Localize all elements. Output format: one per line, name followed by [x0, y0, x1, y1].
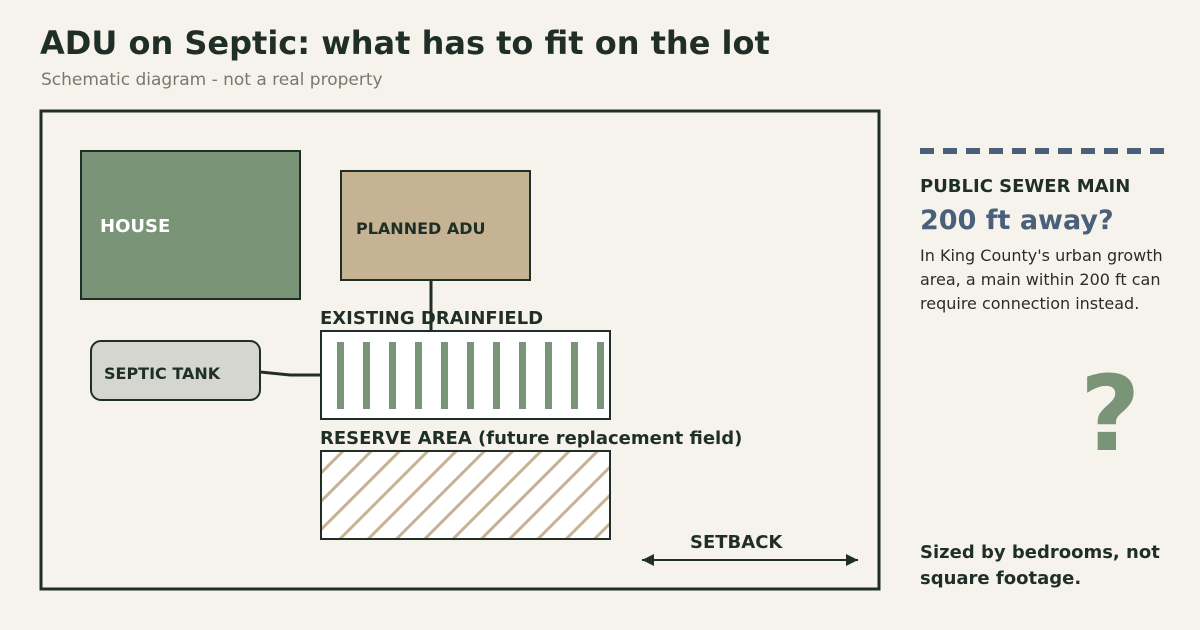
drainfield-lateral: [467, 342, 474, 409]
sewer-note: In King County's urban growth area, a ma…: [920, 246, 1163, 313]
sewer-distance: 200 ft away?: [920, 205, 1114, 236]
drainfield-lateral: [545, 342, 552, 409]
drainfield-lateral: [493, 342, 500, 409]
drainfield-lateral: [415, 342, 422, 409]
septic-tank: [90, 340, 261, 401]
page-subtitle: Schematic diagram - not a real property: [41, 70, 383, 90]
house-label: HOUSE: [100, 216, 170, 237]
septic-tank-label: SEPTIC TANK: [104, 364, 221, 383]
sewer-main-label: PUBLIC SEWER MAIN: [920, 176, 1131, 197]
planned-adu-footprint: [340, 170, 531, 281]
house-footprint: [80, 150, 301, 300]
page-title: ADU on Septic: what has to fit on the lo…: [40, 24, 770, 62]
drainfield-lateral: [441, 342, 448, 409]
drainfield-lateral: [571, 342, 578, 409]
planned-adu-label: PLANNED ADU: [356, 219, 486, 238]
drainfield-lateral: [389, 342, 396, 409]
question-mark: ?: [1080, 353, 1141, 475]
drainfield-lines: [337, 342, 604, 409]
drainfield-lateral: [519, 342, 526, 409]
reserve-area-label: RESERVE AREA (future replacement field): [320, 428, 742, 449]
drainfield-label: EXISTING DRAINFIELD: [320, 308, 543, 329]
footnote: Sized by bedrooms, not square footage.: [920, 542, 1160, 589]
tank-to-drainfield-pipe: [249, 369, 322, 377]
drainfield-lateral: [597, 342, 604, 409]
drainfield-lateral: [363, 342, 370, 409]
reserve-area: [320, 450, 611, 540]
setback-label: SETBACK: [690, 532, 783, 553]
drainfield-lateral: [337, 342, 344, 409]
